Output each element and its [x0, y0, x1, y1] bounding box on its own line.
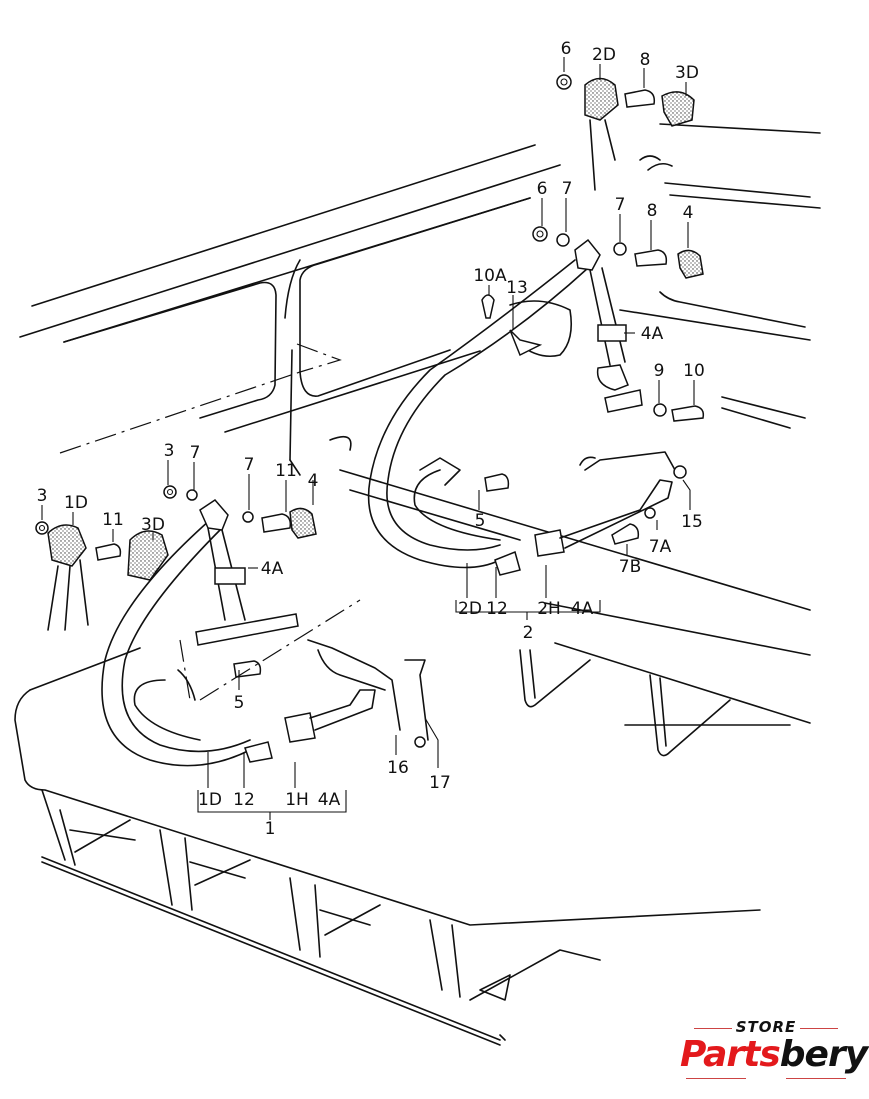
callout-7-mid-a: 7 — [562, 179, 573, 199]
callout-3D-left: 3D — [141, 515, 165, 535]
logo-underline-left — [686, 1078, 746, 1079]
callout-2D-top: 2D — [592, 45, 616, 65]
callout-10A: 10A — [473, 266, 507, 286]
callout-13: 13 — [506, 278, 528, 298]
callout-6-mid: 6 — [537, 179, 548, 199]
callout-1: 1 — [265, 819, 276, 839]
callout-17: 17 — [429, 773, 451, 793]
callout-1D-top: 1D — [64, 493, 88, 513]
callout-11-left-a: 11 — [275, 461, 297, 481]
callout-4-mid: 4 — [683, 203, 694, 223]
callout-7-mid-b: 7 — [615, 195, 626, 215]
logo-wordmark-red: Parts — [680, 1034, 781, 1075]
callout-4A-group2: 4A — [571, 599, 594, 619]
callout-2H: 2H — [537, 599, 561, 619]
seat-frame — [14, 647, 761, 1046]
callout-2: 2 — [523, 623, 534, 643]
callout-1H: 1H — [285, 790, 309, 810]
callout-labels: 6 2D 8 3D 6 7 7 8 4 10A 13 4A 9 10 3 7 7… — [37, 39, 705, 839]
logo-rule-right — [800, 1028, 838, 1029]
callout-4A-group1: 4A — [318, 790, 341, 810]
left-belt-assembly — [35, 485, 429, 767]
callout-16: 16 — [387, 758, 409, 778]
callout-5-left: 5 — [234, 693, 245, 713]
logo-store-text: STORE — [735, 1018, 797, 1036]
callout-6-top: 6 — [561, 39, 572, 59]
callout-10: 10 — [683, 361, 705, 381]
logo-wordmark-black: bery — [779, 1034, 868, 1075]
callout-12-left: 12 — [233, 790, 255, 810]
callout-7-left-a: 7 — [190, 443, 201, 463]
callout-1D-bottom: 1D — [198, 790, 222, 810]
partsbery-store-logo: STORE Partsbery — [676, 1018, 868, 1084]
callout-4A-right: 4A — [641, 324, 664, 344]
callout-11-left-b: 11 — [102, 510, 124, 530]
callout-7-left-b: 7 — [244, 455, 255, 475]
callout-5-right: 5 — [475, 511, 486, 531]
callout-3-left-a: 3 — [164, 441, 175, 461]
callout-15: 15 — [681, 512, 703, 532]
callout-7B: 7B — [619, 557, 641, 577]
logo-wordmark: Partsbery — [680, 1034, 868, 1075]
callout-8-mid: 8 — [647, 201, 658, 221]
callout-8-top: 8 — [640, 50, 651, 70]
callout-9: 9 — [654, 361, 665, 381]
callout-3D-top: 3D — [675, 63, 699, 83]
logo-rule-left — [694, 1028, 732, 1029]
logo-underline-right — [786, 1078, 846, 1079]
callout-3-left-b: 3 — [37, 486, 48, 506]
leader-lines — [41, 57, 695, 820]
callout-4-left: 4 — [308, 471, 319, 491]
callout-4A-left: 4A — [261, 559, 284, 579]
callout-2D-bottom: 2D — [458, 599, 482, 619]
vehicle-body-outline — [19, 123, 821, 726]
callout-12-right: 12 — [486, 599, 508, 619]
callout-7A: 7A — [649, 537, 672, 557]
